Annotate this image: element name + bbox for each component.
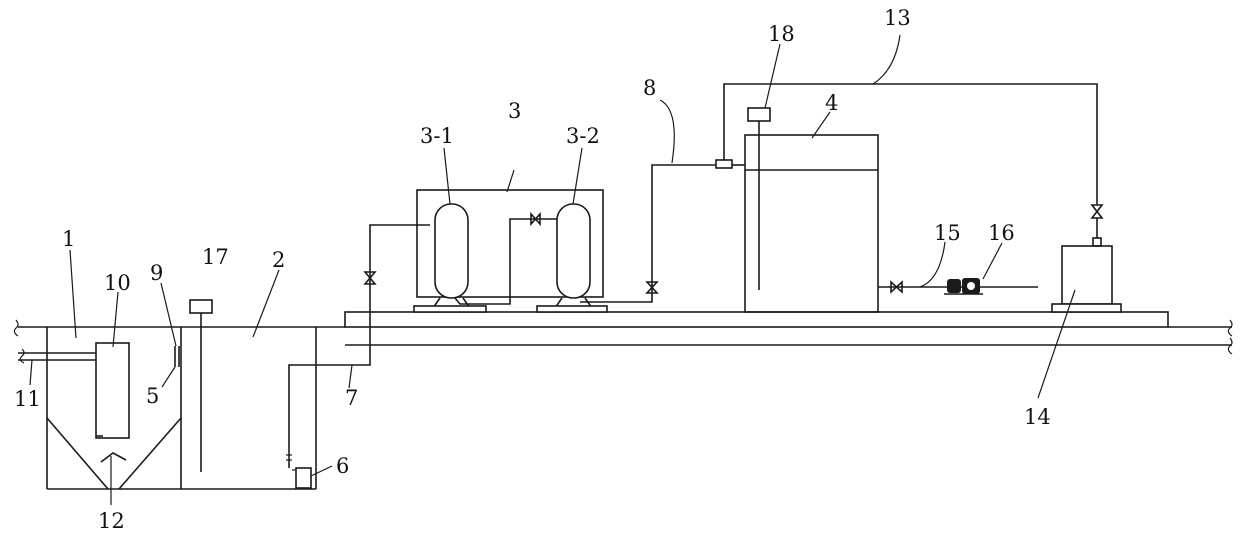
label-1: 1 [62, 227, 75, 251]
label-16: 16 [988, 221, 1015, 245]
baffle-cylinder [95, 342, 130, 439]
valve-8 [645, 281, 659, 294]
foundation-slab [344, 311, 1169, 328]
submersible-pump [286, 452, 312, 489]
label-18: 18 [768, 22, 795, 46]
label-6: 6 [336, 454, 349, 478]
label-5: 5 [146, 384, 159, 408]
return-pipe [723, 83, 1098, 205]
ground-line [13, 319, 1233, 355]
leader-lines [29, 34, 1076, 505]
settling-tank [46, 327, 317, 490]
dosing-tank-14 [1051, 245, 1122, 313]
label-15: 15 [934, 221, 961, 245]
label-3-2: 3-2 [566, 124, 600, 148]
label-13: 13 [884, 6, 911, 30]
level-sensor-18 [747, 107, 771, 122]
overflow-weir [174, 346, 180, 367]
inlet-pipe [18, 348, 96, 364]
valve-7 [363, 271, 377, 285]
pipe-fitting [715, 159, 733, 169]
valve-13 [1090, 204, 1104, 219]
label-9: 9 [150, 261, 163, 285]
lift-pipe [288, 224, 430, 452]
label-3: 3 [508, 99, 521, 123]
label-17: 17 [202, 245, 229, 269]
filter-vessel-3-1 [413, 203, 487, 313]
valve-15 [890, 280, 903, 294]
label-4: 4 [825, 91, 838, 115]
pump-16 [944, 278, 983, 295]
valve-3 [530, 211, 541, 227]
label-7: 7 [345, 386, 358, 410]
filter-vessel-3-2 [536, 203, 608, 313]
label-2: 2 [272, 248, 285, 272]
label-10: 10 [104, 271, 131, 295]
label-8: 8 [643, 76, 656, 100]
storage-tank-4 [744, 107, 879, 313]
part-labels: 1 10 9 5 17 2 11 12 7 6 3-1 3 3-2 8 18 4… [14, 6, 1051, 533]
label-3-1: 3-1 [420, 124, 454, 148]
label-14: 14 [1024, 405, 1051, 429]
level-sensor-17 [189, 299, 213, 472]
label-12: 12 [98, 509, 125, 533]
label-11: 11 [14, 387, 41, 411]
